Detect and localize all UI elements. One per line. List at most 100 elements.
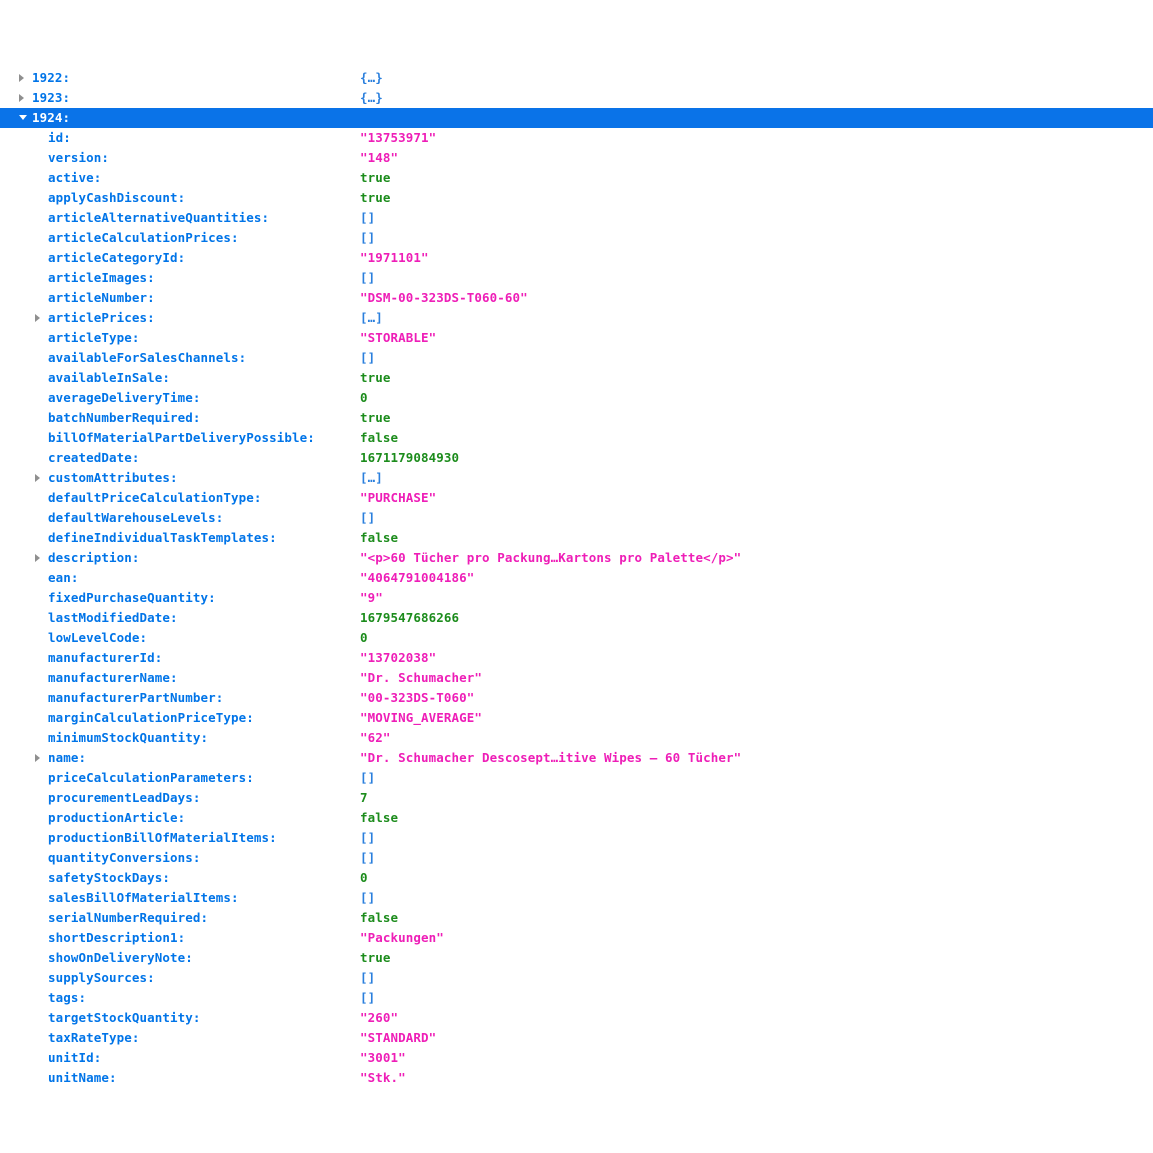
json-value: "Stk." [360, 1070, 406, 1085]
json-key: articlePrices: [48, 310, 155, 325]
json-row[interactable]: id:"13753971" [0, 128, 1153, 148]
json-row[interactable]: version:"148" [0, 148, 1153, 168]
json-value: [] [360, 770, 376, 785]
json-key: serialNumberRequired: [48, 910, 209, 925]
json-value: {…} [360, 70, 383, 85]
json-value: 7 [360, 790, 368, 805]
json-key: quantityConversions: [48, 850, 201, 865]
triangle-glyph [19, 115, 27, 120]
json-key: 1922: [32, 70, 71, 85]
json-row[interactable]: productionBillOfMaterialItems:[] [0, 828, 1153, 848]
json-row[interactable]: defaultPriceCalculationType:"PURCHASE" [0, 488, 1153, 508]
json-value: false [360, 530, 399, 545]
json-row[interactable]: tags:[] [0, 988, 1153, 1008]
json-value: true [360, 170, 391, 185]
json-row[interactable]: quantityConversions:[] [0, 848, 1153, 868]
json-row[interactable]: availableForSalesChannels:[] [0, 348, 1153, 368]
json-row[interactable]: createdDate:1671179084930 [0, 448, 1153, 468]
json-row[interactable]: articlePrices: […] [0, 308, 1153, 328]
json-row[interactable]: manufacturerPartNumber:"00-323DS-T060" [0, 688, 1153, 708]
json-row[interactable]: billOfMaterialPartDeliveryPossible:false [0, 428, 1153, 448]
json-value: "62" [360, 730, 391, 745]
json-row[interactable]: defineIndividualTaskTemplates:false [0, 528, 1153, 548]
json-key: articleNumber: [48, 290, 155, 305]
twisty-expanded-icon[interactable] [19, 108, 31, 128]
json-row[interactable]: lowLevelCode:0 [0, 628, 1153, 648]
json-row[interactable]: defaultWarehouseLevels:[] [0, 508, 1153, 528]
json-value: "STANDARD" [360, 1030, 437, 1045]
json-value: "Dr. Schumacher Descosept…itive Wipes – … [360, 750, 742, 765]
json-key: shortDescription1: [48, 930, 186, 945]
json-row[interactable]: lastModifiedDate: 1679547686266 [0, 608, 1153, 628]
json-row[interactable]: applyCashDiscount:true [0, 188, 1153, 208]
json-key: articleImages: [48, 270, 155, 285]
json-row[interactable]: taxRateType: "STANDARD" [0, 1028, 1153, 1048]
json-value: "Packungen" [360, 930, 444, 945]
json-row[interactable]: showOnDeliveryNote:true [0, 948, 1153, 968]
json-row[interactable]: articleImages:[] [0, 268, 1153, 288]
twisty-collapsed-icon[interactable] [35, 548, 47, 568]
json-row[interactable]: manufacturerName:"Dr. Schumacher" [0, 668, 1153, 688]
json-row[interactable]: unitName:"Stk." [0, 1068, 1153, 1088]
json-row[interactable]: minimumStockQuantity:"62" [0, 728, 1153, 748]
json-value: "MOVING_AVERAGE" [360, 710, 483, 725]
json-row[interactable]: safetyStockDays:0 [0, 868, 1153, 888]
json-key: tags: [48, 990, 87, 1005]
json-row[interactable]: 1923: {…} [0, 88, 1153, 108]
json-row[interactable]: articleNumber: "DSM-00-323DS-T060-60" [0, 288, 1153, 308]
json-key: marginCalculationPriceType: [48, 710, 254, 725]
json-row[interactable]: manufacturerId:"13702038" [0, 648, 1153, 668]
json-value: "Dr. Schumacher" [360, 670, 483, 685]
json-row[interactable]: 1922: {…} [0, 68, 1153, 88]
json-row[interactable]: name:"Dr. Schumacher Descosept…itive Wip… [0, 748, 1153, 768]
json-value: […] [360, 470, 383, 485]
json-key: taxRateType: [48, 1030, 140, 1045]
json-row[interactable]: articleCalculationPrices:[] [0, 228, 1153, 248]
json-row[interactable]: serialNumberRequired:false [0, 908, 1153, 928]
twisty-collapsed-icon[interactable] [35, 468, 47, 488]
json-row[interactable]: salesBillOfMaterialItems:[] [0, 888, 1153, 908]
triangle-glyph [35, 473, 40, 482]
json-row-list: 1922: {…} 1923: {…} 1924:id:"13753971"versio… [0, 68, 1153, 1088]
json-row[interactable]: averageDeliveryTime:0 [0, 388, 1153, 408]
json-value: true [360, 370, 391, 385]
json-value: "9" [360, 590, 383, 605]
json-row[interactable]: procurementLeadDays:7 [0, 788, 1153, 808]
json-row[interactable]: availableInSale:true [0, 368, 1153, 388]
json-value: {…} [360, 90, 383, 105]
json-row[interactable]: articleCategoryId:"1971101" [0, 248, 1153, 268]
json-key: lastModifiedDate: [48, 610, 178, 625]
json-row[interactable]: batchNumberRequired:true [0, 408, 1153, 428]
json-value: […] [360, 310, 383, 325]
twisty-collapsed-icon[interactable] [35, 308, 47, 328]
json-row[interactable]: marginCalculationPriceType: "MOVING_AVERA… [0, 708, 1153, 728]
json-value: "DSM-00-323DS-T060-60" [360, 290, 528, 305]
json-key: active: [48, 170, 102, 185]
json-key: description: [48, 550, 140, 565]
json-key: ean: [48, 570, 79, 585]
triangle-glyph [35, 313, 40, 322]
json-row[interactable]: customAttributes:[…] [0, 468, 1153, 488]
json-row[interactable]: targetStockQuantity:"260" [0, 1008, 1153, 1028]
twisty-collapsed-icon[interactable] [19, 68, 31, 88]
json-row[interactable]: articleAlternativeQuantities:[] [0, 208, 1153, 228]
json-row[interactable]: productionArticle:false [0, 808, 1153, 828]
json-key: manufacturerId: [48, 650, 163, 665]
json-value: "STORABLE" [360, 330, 437, 345]
triangle-glyph [35, 753, 40, 762]
json-row[interactable]: articleType:"STORABLE" [0, 328, 1153, 348]
json-key: 1923: [32, 90, 71, 105]
json-row[interactable]: 1924: [0, 108, 1153, 128]
json-row[interactable]: active: true [0, 168, 1153, 188]
twisty-collapsed-icon[interactable] [19, 88, 31, 108]
json-value: 1679547686266 [360, 610, 460, 625]
json-row[interactable]: ean:"4064791004186" [0, 568, 1153, 588]
twisty-collapsed-icon[interactable] [35, 748, 47, 768]
json-row[interactable]: unitId:"3001" [0, 1048, 1153, 1068]
json-row[interactable]: fixedPurchaseQuantity:"9" [0, 588, 1153, 608]
json-row[interactable]: supplySources:[] [0, 968, 1153, 988]
json-row[interactable]: priceCalculationParameters:[] [0, 768, 1153, 788]
json-row[interactable]: description:"<p>60 Tücher pro Packung…Ka… [0, 548, 1153, 568]
json-value: [] [360, 890, 376, 905]
json-row[interactable]: shortDescription1: "Packungen" [0, 928, 1153, 948]
